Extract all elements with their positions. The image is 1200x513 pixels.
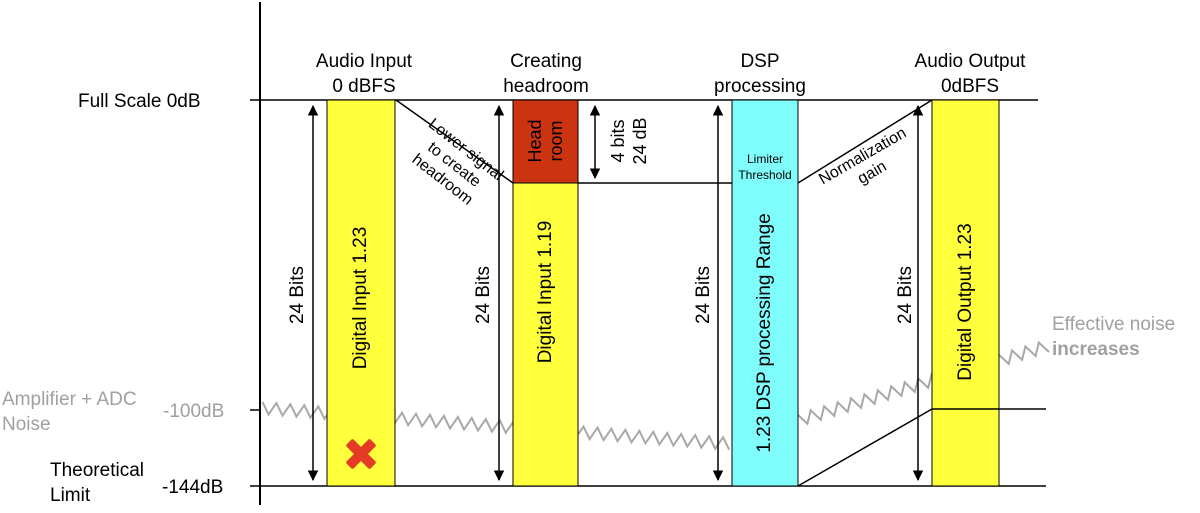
input-bar [326,99,396,487]
dsp-title-line2: processing [714,76,806,97]
headroom-dim-bits: 4 bits [608,119,628,162]
normalization-annotation: Normalization gain [816,125,909,189]
input-bits-label: 24 Bits [287,266,308,324]
headroom-dim-db: 24 dB [630,117,650,164]
lower-signal-annotation: Lower signal to create headroom [409,116,507,209]
output-bar-label: Digital Output 1.23 [955,223,976,380]
minus100-label: -100dB [163,401,224,422]
headroom-box [512,99,579,184]
dsp-title-line1: DSP [740,51,779,72]
headroom-bar-label: Digital Input 1.19 [535,221,556,364]
output-title-line1: Audio Output [915,51,1027,72]
normalization-slope [797,99,933,184]
headroom-box-line2: room [546,120,566,161]
dsp-bar-label: 1.23 DSP processing Range [754,213,775,452]
effective-noise-line1: Effective noise [1052,314,1175,335]
headroom-title-line1: Creating [510,51,582,72]
theoretical-label-line1: Theoretical [50,460,144,481]
lower-signal-slope [395,99,514,184]
minus144-label: -144dB [162,477,223,498]
headroom-stage-bar [512,182,579,487]
dsp-bar [731,99,799,487]
noise-zigzag-right [796,340,1050,426]
cross-icon [346,439,376,469]
input-bar-label: Digital Input 1.23 [350,227,371,370]
dsp-bits-label: 24 Bits [693,266,714,324]
noise-label-line2: Noise [2,414,51,435]
output-bits-label: 24 Bits [895,266,916,324]
input-title-line1: Audio Input [316,51,413,72]
output-title-line2: 0dBFS [941,76,999,97]
noise-label-line1: Amplifier + ADC [2,389,137,410]
output-bar [931,99,1000,487]
limiter-label-line2: Threshold [738,168,791,182]
effective-noise-line2: increases [1052,339,1140,360]
headroom-bits-label: 24 Bits [473,266,494,324]
limiter-label-line1: Limiter [747,152,783,166]
input-title-line2: 0 dBFS [332,76,395,97]
theoretical-label-line2: Limit [50,485,91,506]
headroom-box-line1: Head [525,119,545,162]
noise-raise-slope [797,408,933,487]
headroom-title-line2: headroom [503,76,589,97]
full-scale-label: Full Scale 0dB [78,91,201,112]
